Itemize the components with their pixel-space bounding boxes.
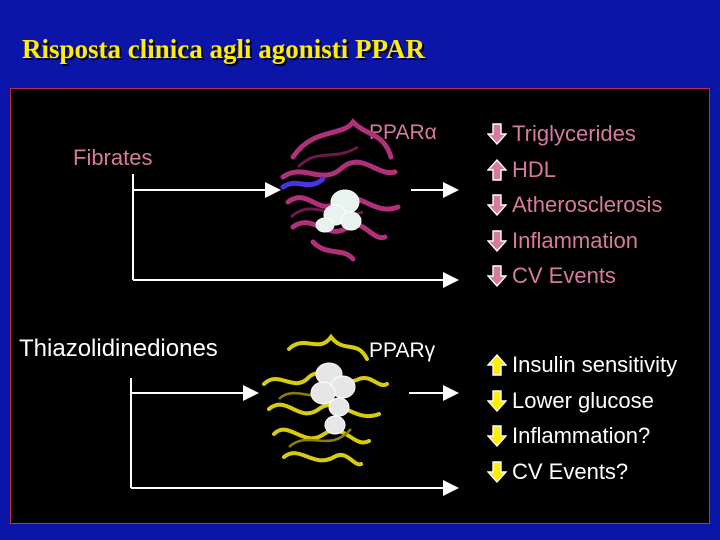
ppar-gamma-protein-image	[262, 333, 389, 467]
effect-item: Inflammation?	[487, 419, 677, 455]
effect-label: CV Events?	[512, 458, 629, 484]
down-arrow-icon	[487, 265, 507, 287]
diagram-panel: Fibrates PPARα Triglycerides HDL	[10, 88, 710, 524]
thiazolidinediones-label: Thiazolidinediones	[19, 335, 218, 362]
effect-label: Atherosclerosis	[512, 192, 663, 217]
effect-item: CV Events?	[487, 455, 677, 491]
up-arrow-icon	[487, 354, 507, 376]
effect-label: Insulin sensitivity	[512, 352, 678, 377]
effect-label: Triglycerides	[512, 121, 636, 146]
ppar-alpha-label: PPARα	[369, 121, 437, 144]
ppar-gamma-label: PPARγ	[369, 339, 436, 362]
effect-item: Insulin sensitivity	[487, 348, 677, 384]
down-arrow-icon	[487, 194, 507, 216]
gamma-effects-list: Insulin sensitivity Lower glucose Inflam…	[487, 348, 677, 490]
effect-item: CV Events	[487, 259, 662, 295]
fibrates-label: Fibrates	[73, 145, 153, 170]
ppar-alpha-protein-image	[280, 118, 401, 262]
up-arrow-icon	[487, 158, 507, 181]
effect-label: CV Events	[512, 263, 616, 288]
down-arrow-icon	[487, 123, 507, 145]
effect-label: Inflammation	[512, 227, 638, 253]
down-arrow-icon	[487, 425, 507, 447]
down-arrow-icon	[487, 389, 507, 412]
effect-item: Lower glucose	[487, 384, 677, 420]
effect-label: HDL	[512, 156, 557, 182]
down-arrow-icon	[487, 460, 507, 483]
effect-item: Atherosclerosis	[487, 188, 662, 224]
effect-item: Triglycerides	[487, 117, 662, 153]
effect-label: Inflammation?	[512, 423, 651, 448]
slide-title: Risposta clinica agli agonisti PPAR	[22, 34, 426, 64]
alpha-effects-list: Triglycerides HDL Atherosclerosis Inflam…	[487, 117, 662, 295]
effect-label: Lower glucose	[512, 387, 654, 413]
down-arrow-icon	[487, 229, 507, 252]
connector-lines	[130, 174, 459, 496]
effect-item: HDL	[487, 153, 662, 189]
effect-item: Inflammation	[487, 224, 662, 260]
